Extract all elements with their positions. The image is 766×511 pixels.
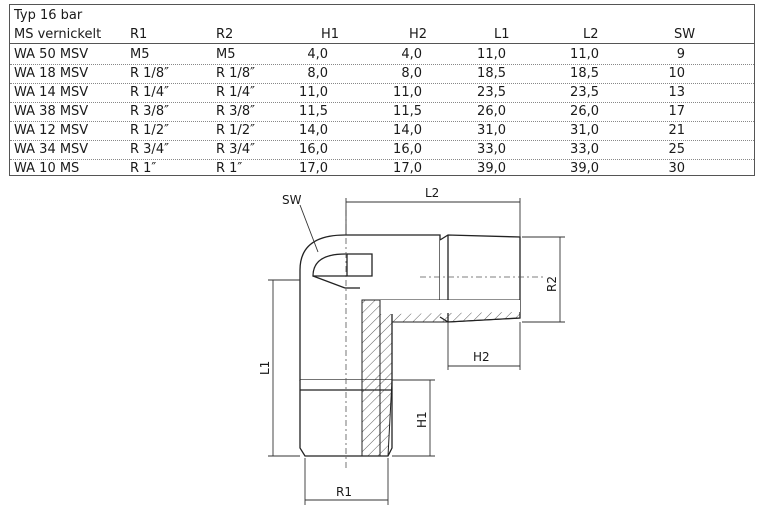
table-cell-l1: 33,0 bbox=[477, 142, 506, 157]
label-sw: SW bbox=[282, 193, 302, 207]
table-cell-l2: 23,5 bbox=[570, 85, 599, 100]
table-cell-h1: 8,0 bbox=[307, 66, 328, 81]
table-cell-l2: 11,0 bbox=[570, 47, 599, 62]
table-row: WA 38 MSV R 3/8″ R 3/8″ 11,5 11,5 26,0 26,0 17 bbox=[10, 103, 754, 122]
table-cell-l1: 26,0 bbox=[477, 104, 506, 119]
table-cell-l2: 31,0 bbox=[570, 123, 599, 138]
table-cell-l2: 39,0 bbox=[570, 161, 599, 176]
table-cell-l1: 31,0 bbox=[477, 123, 506, 138]
table-cell-sw: 25 bbox=[668, 142, 685, 157]
table-cell-r2: R 3/8″ bbox=[216, 104, 255, 119]
table-cell-model: WA 10 MS bbox=[14, 161, 80, 176]
table-cell-r1: R 3/4″ bbox=[130, 142, 169, 157]
table-row: WA 34 MSV R 3/4″ R 3/4″ 16,0 16,0 33,0 33,0 25 bbox=[10, 141, 754, 160]
table-row: WA 12 MSV R 1/2″ R 1/2″ 14,0 14,0 31,0 31,0 21 bbox=[10, 122, 754, 141]
table-cell-l1: 18,5 bbox=[477, 66, 506, 81]
table-cell-h2: 11,5 bbox=[393, 104, 422, 119]
col-header-h2: H2 bbox=[409, 27, 428, 42]
table-cell-h1: 14,0 bbox=[299, 123, 328, 138]
label-h2: H2 bbox=[473, 350, 490, 364]
table-title: Typ 16 bar bbox=[14, 8, 83, 23]
table-cell-model: WA 34 MSV bbox=[14, 142, 89, 157]
table-cell-l2: 33,0 bbox=[570, 142, 599, 157]
table-cell-r2: R 1/8″ bbox=[216, 66, 255, 81]
table-cell-r2: M5 bbox=[216, 47, 236, 62]
table-row: WA 10 MS R 1″ R 1″ 17,0 17,0 39,0 39,0 30 bbox=[10, 160, 754, 179]
fitting-outline bbox=[299, 234, 521, 457]
col-header-r1: R1 bbox=[130, 27, 148, 42]
table-cell-r1: R 1″ bbox=[130, 161, 157, 176]
table-cell-h2: 17,0 bbox=[393, 161, 422, 176]
table-row: WA 18 MSV R 1/8″ R 1/8″ 8,0 8,0 18,5 18,5 10 bbox=[10, 65, 754, 84]
table-cell-h1: 11,5 bbox=[299, 104, 328, 119]
col-header-l2: L2 bbox=[583, 27, 599, 42]
label-l1: L1 bbox=[258, 361, 272, 375]
label-h1: H1 bbox=[415, 411, 429, 428]
elbow-fitting-drawing: SW L2 R2 H2 L1 H1 R1 bbox=[258, 186, 565, 505]
header-rule bbox=[10, 43, 754, 44]
table-cell-l2: 26,0 bbox=[570, 104, 599, 119]
table-cell-h1: 17,0 bbox=[299, 161, 328, 176]
table-cell-h2: 14,0 bbox=[393, 123, 422, 138]
table-cell-h2: 11,0 bbox=[393, 85, 422, 100]
center-lines bbox=[345, 210, 545, 470]
table-cell-l1: 39,0 bbox=[477, 161, 506, 176]
table-cell-r1: M5 bbox=[130, 47, 150, 62]
table-cell-model: WA 18 MSV bbox=[14, 66, 89, 81]
table-cell-h2: 4,0 bbox=[401, 47, 422, 62]
table-cell-sw: 13 bbox=[668, 85, 685, 100]
table-cell-r1: R 1/4″ bbox=[130, 85, 169, 100]
table-cell-sw: 10 bbox=[668, 66, 685, 81]
table-cell-h1: 16,0 bbox=[299, 142, 328, 157]
table-cell-r1: R 3/8″ bbox=[130, 104, 169, 119]
label-r1: R1 bbox=[336, 485, 352, 499]
table-cell-r2: R 3/4″ bbox=[216, 142, 255, 157]
col-header-l1: L1 bbox=[494, 27, 510, 42]
table-cell-r1: R 1/2″ bbox=[130, 123, 169, 138]
table-cell-model: WA 14 MSV bbox=[14, 85, 89, 100]
label-r2: R2 bbox=[545, 276, 559, 292]
col-header-sw: SW bbox=[674, 27, 696, 42]
table-cell-sw: 17 bbox=[668, 104, 685, 119]
table-row: WA 50 MSV M5 M5 4,0 4,0 11,0 11,0 9 bbox=[10, 46, 754, 65]
spec-table: Typ 16 bar MS vernickelt R1 R2 H1 H2 L1 … bbox=[9, 4, 755, 176]
table-cell-sw: 9 bbox=[676, 47, 685, 62]
table-cell-model: WA 38 MSV bbox=[14, 104, 89, 119]
table-cell-sw: 21 bbox=[668, 123, 685, 138]
col-header-model: MS vernickelt bbox=[14, 27, 102, 42]
table-row: WA 14 MSV R 1/4″ R 1/4″ 11,0 11,0 23,5 23,5 13 bbox=[10, 84, 754, 103]
col-header-h1: H1 bbox=[321, 27, 340, 42]
table-cell-r2: R 1″ bbox=[216, 161, 243, 176]
table-cell-l2: 18,5 bbox=[570, 66, 599, 81]
table-cell-r2: R 1/2″ bbox=[216, 123, 255, 138]
section-hatching bbox=[361, 299, 521, 457]
table-cell-r2: R 1/4″ bbox=[216, 85, 255, 100]
table-cell-l1: 11,0 bbox=[477, 47, 506, 62]
table-cell-l1: 23,5 bbox=[477, 85, 506, 100]
table-cell-model: WA 12 MSV bbox=[14, 123, 89, 138]
table-cell-sw: 30 bbox=[668, 161, 685, 176]
label-l2: L2 bbox=[425, 186, 439, 200]
col-header-r2: R2 bbox=[216, 27, 234, 42]
table-cell-r1: R 1/8″ bbox=[130, 66, 169, 81]
table-cell-model: WA 50 MSV bbox=[14, 47, 89, 62]
table-cell-h1: 4,0 bbox=[307, 47, 328, 62]
table-cell-h2: 16,0 bbox=[393, 142, 422, 157]
table-cell-h2: 8,0 bbox=[401, 66, 422, 81]
dimension-lines bbox=[268, 198, 565, 505]
table-cell-h1: 11,0 bbox=[299, 85, 328, 100]
